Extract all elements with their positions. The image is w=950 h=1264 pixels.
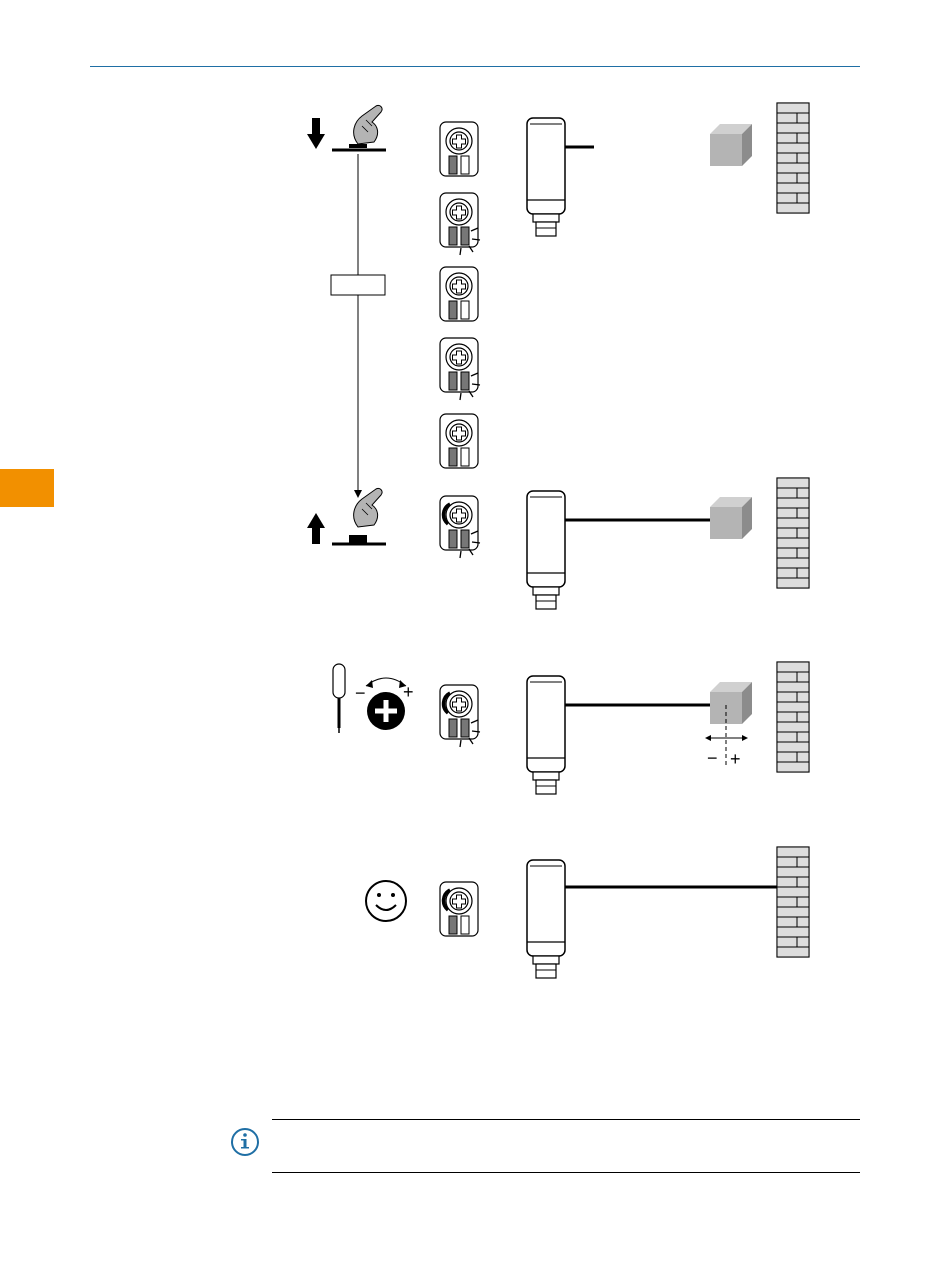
background-wall-icon bbox=[777, 662, 809, 772]
potentiometer-led-on-icon bbox=[440, 882, 478, 936]
potentiometer-led-flash-icon bbox=[440, 496, 480, 558]
sensor-icon bbox=[527, 118, 565, 236]
finger-press-icon bbox=[354, 105, 382, 144]
background-wall-icon bbox=[777, 478, 809, 588]
adjust-plus-label: + bbox=[403, 682, 414, 702]
sensor-icon bbox=[527, 491, 565, 609]
potentiometer-led-off-icon bbox=[440, 414, 478, 468]
sensor-icon bbox=[527, 860, 565, 978]
object-cube-icon bbox=[710, 682, 752, 724]
background-wall-icon bbox=[777, 847, 809, 957]
info-icon bbox=[232, 1129, 258, 1155]
note-rule-bottom bbox=[272, 1172, 860, 1173]
potentiometer-knob-icon bbox=[366, 678, 406, 730]
sensor-icon bbox=[527, 676, 565, 794]
arrow-up-icon bbox=[307, 513, 325, 544]
button-icon bbox=[332, 144, 386, 150]
screwdriver-icon bbox=[333, 664, 345, 733]
potentiometer-led-flash-icon bbox=[440, 685, 480, 747]
distance-minus-label: − bbox=[707, 748, 718, 768]
button-released-icon bbox=[332, 535, 386, 544]
background-wall-icon bbox=[777, 103, 809, 213]
distance-plus-label: + bbox=[730, 749, 741, 769]
smiley-icon bbox=[366, 881, 406, 921]
potentiometer-led-off-icon bbox=[440, 267, 478, 321]
adjust-minus-label: − bbox=[355, 683, 366, 703]
note-rule-top bbox=[272, 1119, 860, 1120]
arrow-down-icon bbox=[307, 118, 325, 149]
object-cube-icon bbox=[710, 124, 752, 166]
timer-box-icon bbox=[331, 275, 385, 295]
potentiometer-led-flash-icon bbox=[440, 193, 480, 255]
potentiometer-led-off-icon bbox=[440, 122, 478, 176]
potentiometer-led-flash-icon bbox=[440, 338, 480, 400]
object-cube-icon bbox=[710, 497, 752, 539]
timeline-arrowhead bbox=[354, 490, 362, 498]
